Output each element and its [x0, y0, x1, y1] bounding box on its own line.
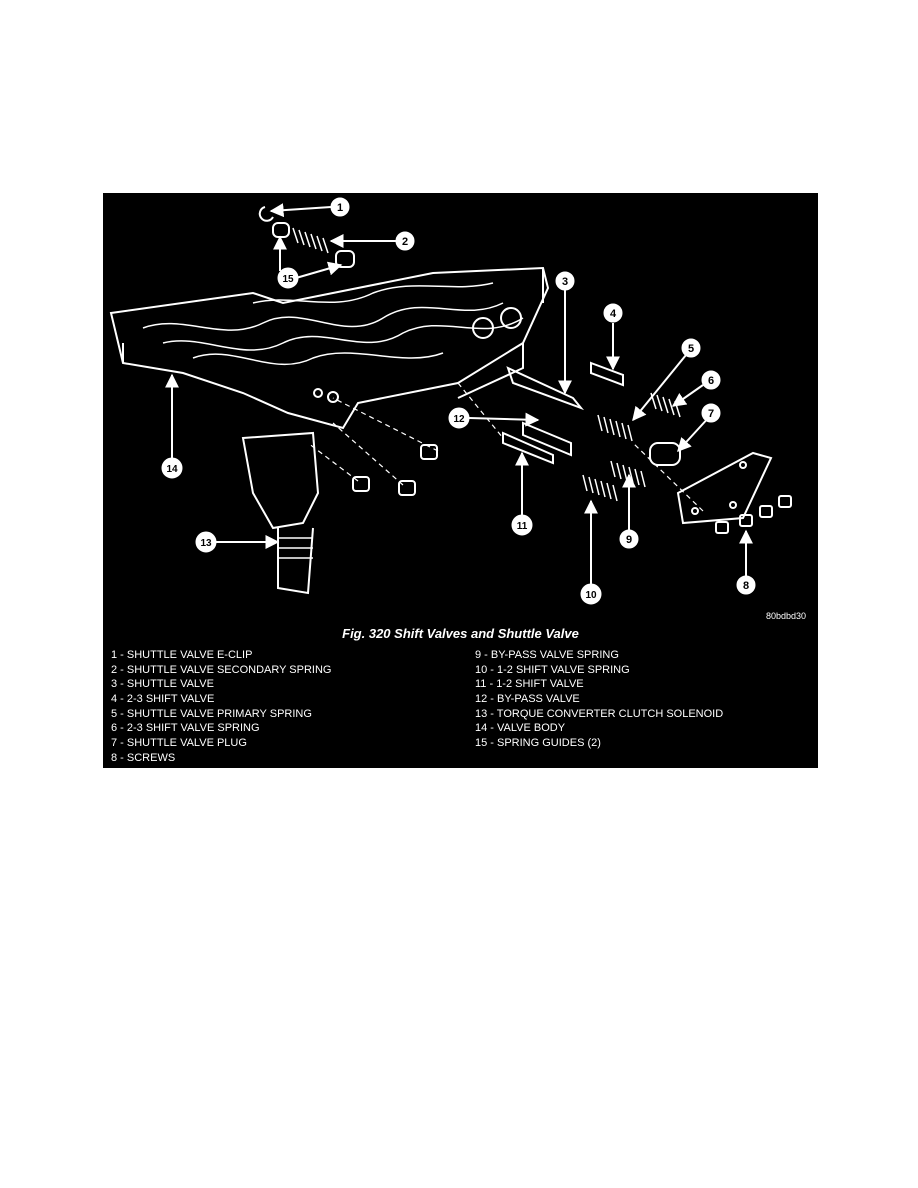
- callout-number: 8: [743, 580, 749, 592]
- callout-number: 1: [337, 202, 343, 214]
- callout-3: 3: [555, 271, 575, 291]
- legend-item: 14 - VALVE BODY: [475, 722, 566, 735]
- legend-item: 5 - SHUTTLE VALVE PRIMARY SPRING: [111, 707, 312, 720]
- callout-6: 6: [701, 370, 721, 390]
- legend-left-column: 1 - SHUTTLE VALVE E-CLIP 2 - SHUTTLE VAL…: [111, 648, 331, 766]
- callout-15: 15: [277, 267, 299, 289]
- legend-item: 13 - TORQUE CONVERTER CLUTCH SOLENOID: [475, 707, 724, 720]
- callout-14: 14: [161, 457, 183, 479]
- legend-right-column: 9 - BY-PASS VALVE SPRING 10 - 1-2 SHIFT …: [475, 648, 723, 751]
- callout-13: 13: [195, 531, 217, 553]
- figure-caption: Fig. 320 Shift Valves and Shuttle Valve: [342, 626, 579, 641]
- assembly-lines: [307, 382, 704, 512]
- callout-number: 3: [562, 276, 568, 288]
- callout-7: 7: [701, 403, 721, 423]
- callout-number: 10: [585, 590, 597, 601]
- callout-number: 2: [402, 236, 408, 248]
- callout-number: 14: [166, 464, 178, 475]
- legend-item: 12 - BY-PASS VALVE: [475, 693, 580, 706]
- legend-item: 4 - 2-3 SHIFT VALVE: [111, 693, 215, 706]
- callout-12: 12: [448, 407, 470, 429]
- callout-11: 11: [511, 514, 533, 536]
- legend-item: 15 - SPRING GUIDES (2): [475, 737, 601, 750]
- callout-number: 5: [688, 343, 694, 355]
- valve-body-illustration: 1 2 3 4 5 6 7 8 9 10 11 12 13 14 15: [109, 197, 792, 605]
- legend-item: 2 - SHUTTLE VALVE SECONDARY SPRING: [111, 663, 332, 676]
- callout-number: 12: [453, 414, 465, 425]
- callout-number: 9: [626, 534, 632, 546]
- callout-number: 11: [517, 521, 528, 532]
- valve-body-drawing: [109, 266, 550, 430]
- springs-drawing: [292, 227, 681, 502]
- callout-1: 1: [330, 197, 350, 217]
- callout-number: 6: [708, 375, 714, 387]
- callout-number: 15: [282, 274, 294, 285]
- figure-panel: 1 2 3 4 5 6 7 8 9 10 11 12 13 14 15 80bd…: [103, 193, 818, 768]
- callout-8: 8: [736, 575, 756, 595]
- callout-9: 9: [619, 529, 639, 549]
- callout-number: 4: [610, 308, 617, 320]
- legend-item: 8 - SCREWS: [111, 751, 176, 764]
- legend-item: 11 - 1-2 SHIFT VALVE: [475, 678, 584, 691]
- legend-item: 10 - 1-2 SHIFT VALVE SPRING: [475, 663, 630, 676]
- legend-item: 1 - SHUTTLE VALVE E-CLIP: [111, 649, 253, 661]
- callout-2: 2: [395, 231, 415, 251]
- callout-10: 10: [580, 583, 602, 605]
- legend-item: 9 - BY-PASS VALVE SPRING: [475, 649, 619, 661]
- legend-item: 7 - SHUTTLE VALVE PLUG: [111, 737, 247, 750]
- legend-item: 6 - 2-3 SHIFT VALVE SPRING: [111, 722, 260, 735]
- valves-drawing: [502, 361, 681, 466]
- figure-code: 80bdbd30: [765, 611, 806, 621]
- small-parts-drawing: [258, 206, 355, 268]
- end-cover-drawing: [676, 451, 773, 525]
- callout-number: 7: [708, 408, 714, 420]
- callout-number: 13: [200, 538, 212, 549]
- callout-5: 5: [681, 338, 701, 358]
- solenoid-drawing: [241, 431, 320, 595]
- callout-4: 4: [603, 303, 623, 323]
- legend-item: 3 - SHUTTLE VALVE: [111, 678, 214, 691]
